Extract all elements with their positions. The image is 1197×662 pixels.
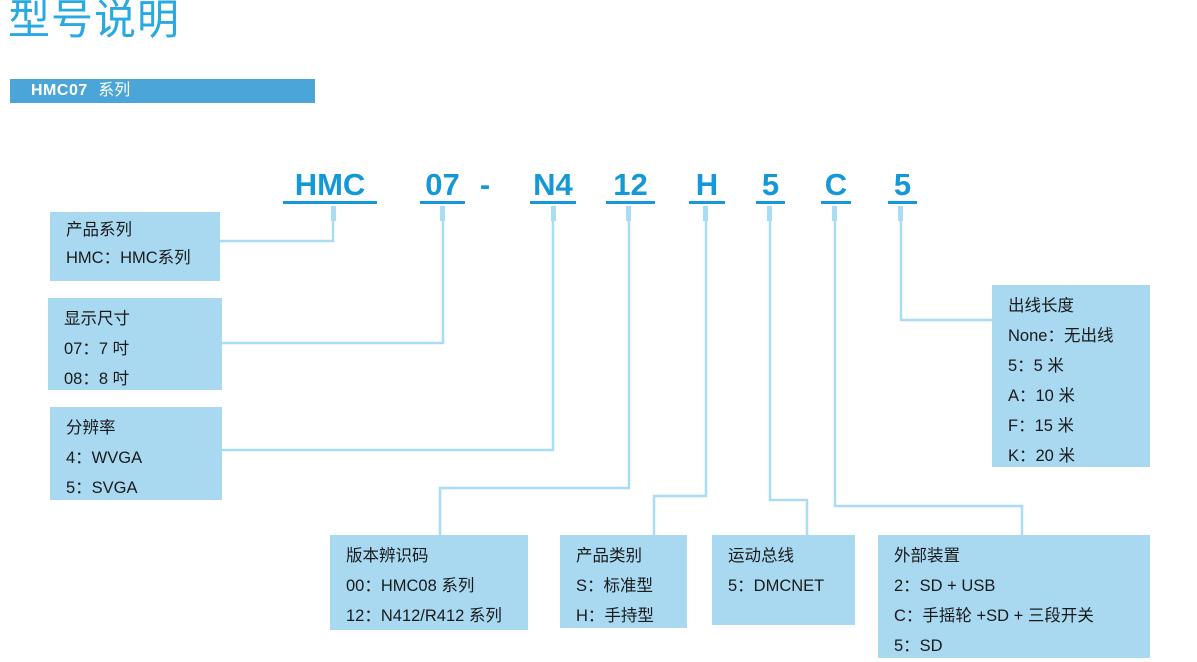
model-segment-bus: 5 bbox=[756, 169, 785, 204]
callout-item: K：20 米 bbox=[1008, 447, 1075, 465]
callout-item: A：10 米 bbox=[1008, 387, 1075, 405]
model-segment-type: H bbox=[689, 169, 725, 204]
callout-title: 分辨率 bbox=[66, 419, 116, 437]
callout-item: 2：SD + USB bbox=[894, 577, 996, 595]
callout-title: 出线长度 bbox=[1008, 297, 1074, 315]
segment-tick-device bbox=[832, 206, 837, 221]
callout-title: 显示尺寸 bbox=[64, 310, 130, 328]
callout-title: 运动总线 bbox=[728, 547, 794, 565]
callout-external-device: 外部装置 2：SD + USB C：手摇轮 +SD + 三段开关 5：SD bbox=[878, 535, 1150, 658]
connector-display-size bbox=[222, 221, 445, 345]
callout-item: 08：8 吋 bbox=[64, 370, 130, 388]
model-segment-cable: 5 bbox=[888, 169, 917, 204]
model-segment-device: C bbox=[821, 169, 851, 204]
callout-product-series: 产品系列 HMC：HMC系列 bbox=[50, 212, 220, 281]
model-segment-series: HMC bbox=[283, 169, 377, 204]
series-banner-model: HMC07 bbox=[31, 82, 88, 99]
page-title: 型号说明 bbox=[8, 0, 181, 43]
connector-version-code bbox=[438, 221, 631, 535]
connector-motion-bus bbox=[768, 221, 809, 535]
segment-tick-bus bbox=[767, 206, 772, 221]
series-banner-suffix: 系列 bbox=[98, 82, 131, 99]
callout-item: HMC：HMC系列 bbox=[66, 249, 191, 267]
callout-item: None：无出线 bbox=[1008, 327, 1114, 345]
model-segment-size: 07 bbox=[420, 169, 465, 204]
callout-product-type: 产品类别 S：标准型 H：手持型 bbox=[560, 535, 687, 628]
segment-tick-type bbox=[703, 206, 708, 221]
series-banner: HMC07 系列 bbox=[10, 79, 315, 103]
callout-item: H：手持型 bbox=[576, 607, 654, 625]
callout-version-code: 版本辨识码 00：HMC08 系列 12：N412/R412 系列 bbox=[330, 535, 528, 630]
callout-item: 5：SD bbox=[894, 637, 943, 655]
callout-item: S：标准型 bbox=[576, 577, 654, 595]
callout-motion-bus: 运动总线 5：DMCNET bbox=[712, 535, 855, 625]
callout-item: 5：5 米 bbox=[1008, 357, 1064, 375]
callout-item: 00：HMC08 系列 bbox=[346, 577, 475, 595]
segment-tick-size bbox=[440, 206, 445, 221]
callout-item: 5：SVGA bbox=[66, 479, 138, 497]
model-segment-version: 12 bbox=[606, 169, 655, 204]
callout-title: 产品系列 bbox=[66, 221, 132, 239]
callout-title: 版本辨识码 bbox=[346, 547, 429, 565]
callout-item: 12：N412/R412 系列 bbox=[346, 607, 502, 625]
connector-product-type bbox=[652, 221, 708, 535]
segment-tick-version bbox=[626, 206, 631, 221]
model-segment-separator: - bbox=[479, 167, 491, 202]
model-segment-resolution: N4 bbox=[530, 169, 576, 204]
connector-cable-length bbox=[899, 221, 992, 322]
callout-item: 07：7 吋 bbox=[64, 340, 130, 358]
connector-resolution bbox=[222, 221, 555, 452]
segment-tick-cable bbox=[898, 206, 903, 221]
callout-item: 4：WVGA bbox=[66, 449, 143, 467]
callout-item: C：手摇轮 +SD + 三段开关 bbox=[894, 607, 1094, 625]
callout-resolution: 分辨率 4：WVGA 5：SVGA bbox=[50, 407, 222, 500]
connector-product-series bbox=[220, 221, 335, 243]
callout-display-size: 显示尺寸 07：7 吋 08：8 吋 bbox=[48, 298, 222, 390]
callout-item: 5：DMCNET bbox=[728, 577, 825, 595]
callout-item: F：15 米 bbox=[1008, 417, 1075, 435]
segment-tick-series bbox=[331, 206, 336, 221]
segment-tick-resolution bbox=[551, 206, 556, 221]
callout-cable-length: 出线长度 None：无出线 5：5 米 A：10 米 F：15 米 K：20 米 bbox=[992, 285, 1150, 467]
callout-title: 外部装置 bbox=[894, 547, 960, 565]
callout-title: 产品类别 bbox=[576, 547, 642, 565]
